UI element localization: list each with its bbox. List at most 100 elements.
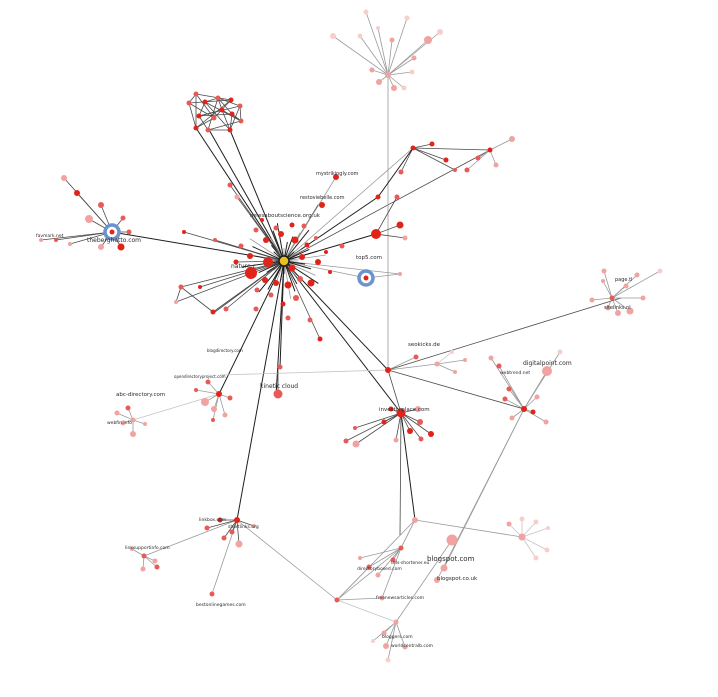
graph-node-11[interactable] [369,67,375,73]
graph-node-42[interactable] [109,229,115,235]
graph-node-119[interactable] [152,558,158,564]
graph-node-150[interactable] [299,254,305,260]
graph-node-194[interactable] [413,354,419,360]
graph-node-111[interactable] [393,619,399,625]
graph-node-4[interactable] [389,37,395,43]
graph-node-26[interactable] [205,127,211,133]
graph-node-66[interactable] [557,349,563,355]
graph-node-114[interactable] [235,540,243,548]
graph-node-185[interactable] [210,309,216,315]
graph-node-135[interactable] [130,431,136,437]
graph-node-52[interactable] [68,242,72,246]
graph-node-147[interactable] [247,253,253,259]
graph-node-12[interactable] [376,79,382,85]
graph-node-186[interactable] [178,284,184,290]
graph-node-90[interactable] [546,526,550,530]
graph-node-72[interactable] [509,415,515,421]
graph-node-142[interactable] [363,275,369,281]
graph-node-149[interactable] [288,264,296,272]
graph-node-88[interactable] [519,516,525,522]
graph-node-196[interactable] [463,358,467,362]
graph-node-83[interactable] [428,431,434,437]
graph-node-70[interactable] [534,394,540,400]
graph-node-123[interactable] [141,553,147,559]
graph-node-92[interactable] [533,555,539,561]
graph-node-117[interactable] [252,524,256,528]
graph-node-167[interactable] [289,222,295,228]
graph-node-195[interactable] [385,367,391,373]
graph-node-168[interactable] [253,227,259,233]
graph-node-51[interactable] [54,238,58,242]
graph-node-35[interactable] [509,136,515,142]
graph-node-163[interactable] [315,259,321,265]
graph-node-159[interactable] [280,301,286,307]
graph-node-128[interactable] [205,379,211,385]
graph-node-1[interactable] [363,9,369,15]
graph-node-16[interactable] [193,91,199,97]
graph-node-34[interactable] [410,145,416,151]
graph-node-86[interactable] [393,437,399,443]
graph-node-148[interactable] [263,257,273,267]
graph-node-36[interactable] [475,155,481,161]
graph-node-58[interactable] [640,295,646,301]
graph-node-109[interactable] [402,644,408,650]
graph-node-103[interactable] [412,517,418,523]
graph-node-47[interactable] [120,215,126,221]
graph-node-181[interactable] [182,230,186,234]
graph-node-65[interactable] [542,366,552,376]
graph-node-60[interactable] [615,310,621,316]
graph-node-15[interactable] [385,72,391,78]
graph-node-100[interactable] [390,557,396,563]
graph-node-10[interactable] [401,85,407,91]
graph-node-84[interactable] [418,436,424,442]
graph-node-156[interactable] [307,279,315,287]
graph-node-126[interactable] [211,406,217,412]
graph-node-68[interactable] [488,355,494,361]
graph-node-105[interactable] [334,597,340,603]
graph-node-118[interactable] [234,517,240,523]
graph-node-183[interactable] [234,194,240,200]
graph-node-37[interactable] [464,167,470,173]
graph-node-173[interactable] [371,229,381,239]
graph-node-19[interactable] [228,97,234,103]
graph-node-95[interactable] [446,534,458,546]
graph-node-179[interactable] [307,317,313,323]
graph-node-113[interactable] [204,525,210,531]
graph-node-134[interactable] [120,420,126,426]
graph-node-5[interactable] [404,15,410,21]
graph-node-78[interactable] [343,438,349,444]
graph-node-87[interactable] [396,408,406,418]
graph-node-98[interactable] [366,564,372,570]
graph-node-81[interactable] [415,406,421,412]
graph-node-146[interactable] [304,242,310,248]
graph-node-50[interactable] [98,244,104,250]
graph-node-130[interactable] [211,418,215,422]
graph-node-174[interactable] [398,272,402,276]
graph-node-18[interactable] [215,95,221,101]
graph-node-151[interactable] [245,267,257,279]
graph-node-64[interactable] [609,295,615,301]
graph-node-198[interactable] [450,350,454,354]
graph-node-80[interactable] [388,406,394,412]
graph-node-157[interactable] [254,287,260,293]
graph-node-9[interactable] [409,69,415,75]
graph-node-188[interactable] [198,285,202,289]
graph-node-91[interactable] [544,547,550,553]
graph-node-25[interactable] [193,125,199,131]
graph-node-175[interactable] [396,221,404,229]
graph-node-71[interactable] [543,419,549,425]
graph-node-104[interactable] [398,545,404,551]
graph-node-154[interactable] [284,281,292,289]
graph-node-145[interactable] [291,236,299,244]
graph-node-28[interactable] [186,100,192,106]
graph-node-57[interactable] [634,272,640,278]
graph-node-191[interactable] [328,270,332,274]
graph-node-143[interactable] [263,237,269,243]
graph-node-31[interactable] [443,157,449,163]
graph-node-2[interactable] [357,33,363,39]
graph-node-48[interactable] [126,229,132,235]
graph-node-27[interactable] [227,127,233,133]
graph-node-8[interactable] [411,55,417,61]
graph-node-96[interactable] [440,564,448,572]
graph-node-55[interactable] [601,279,605,283]
